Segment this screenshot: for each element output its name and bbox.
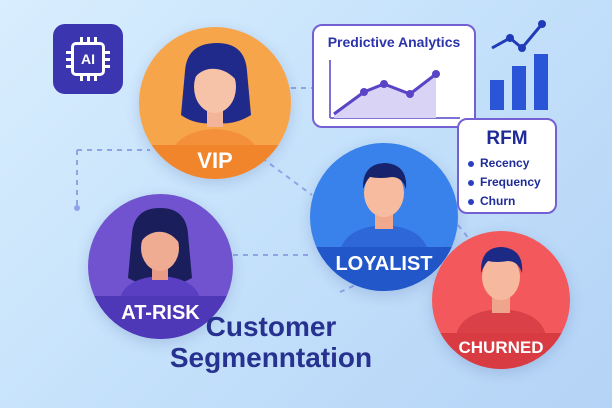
segment-vip: VIP bbox=[139, 27, 291, 179]
ai-chip-icon: AI bbox=[66, 37, 110, 81]
rfm-title: RFM bbox=[486, 128, 528, 149]
ai-label: AI bbox=[81, 51, 95, 67]
segment-label-churned: CHURNED bbox=[432, 333, 570, 369]
predictive-analytics-card: Predictive Analytics bbox=[312, 24, 476, 128]
rfm-item: Churn bbox=[468, 192, 541, 211]
segment-label-atrisk: AT-RISK bbox=[88, 296, 233, 339]
segment-label-loyalist: LOYALIST bbox=[310, 247, 458, 291]
rfm-card: RFM Recency Frequency Churn bbox=[457, 118, 557, 214]
man-avatar-icon bbox=[340, 163, 428, 251]
segment-atrisk: AT-RISK bbox=[88, 194, 233, 339]
man-avatar-icon bbox=[456, 247, 546, 335]
page-title-line-1: Customer bbox=[205, 311, 337, 342]
segment-loyalist: LOYALIST bbox=[310, 143, 458, 291]
page-title-line-2: Segmenntation bbox=[169, 342, 373, 373]
woman-avatar-icon bbox=[120, 208, 200, 298]
ai-badge: AI bbox=[53, 24, 123, 94]
segment-churned: CHURNED bbox=[432, 231, 570, 369]
trend-line-chart-icon bbox=[329, 60, 460, 119]
bullet-icon bbox=[468, 179, 474, 186]
rfm-list: Recency Frequency Churn bbox=[468, 154, 541, 211]
bullet-icon bbox=[468, 160, 474, 167]
bar-chart-icon bbox=[490, 20, 548, 110]
segment-label-vip: VIP bbox=[139, 145, 291, 179]
bullet-icon bbox=[468, 198, 474, 205]
rfm-item: Recency bbox=[468, 154, 541, 173]
rfm-item: Frequency bbox=[468, 173, 541, 192]
predictive-analytics-title: Predictive Analytics bbox=[327, 34, 461, 50]
